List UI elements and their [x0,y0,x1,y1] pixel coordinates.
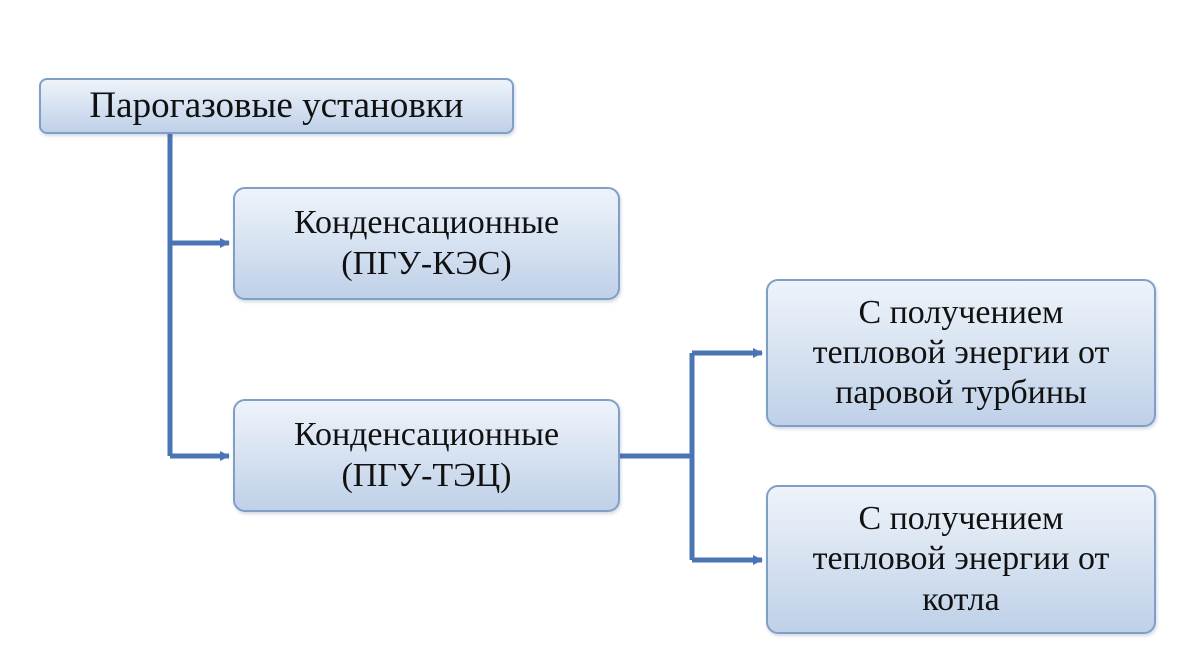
node-label: паровой турбины [835,374,1087,412]
node-label: Конденсационные [293,416,560,454]
node-condensing-kes: Конденсационные (ПГУ-КЭС) [233,187,620,300]
node-label: тепловой энергии от [812,333,1110,371]
node-condensing-tec: Конденсационные (ПГУ-ТЭЦ) [233,399,620,512]
node-label: Конденсационные [293,204,560,242]
node-label: Парогазовые установки [89,85,464,127]
node-label: С получением [858,500,1064,538]
node-label: С получением [858,293,1064,331]
node-label: котла [922,580,1000,618]
node-label: (ПГУ-ТЭЦ) [341,456,512,494]
node-heat-from-boiler: С получением тепловой энергии от котла [766,485,1156,634]
node-heat-from-steam-turbine: С получением тепловой энергии от паровой… [766,279,1156,427]
node-combined-cycle-plants: Парогазовые установки [39,78,514,134]
node-label: тепловой энергии от [812,540,1110,578]
node-label: (ПГУ-КЭС) [341,244,512,282]
